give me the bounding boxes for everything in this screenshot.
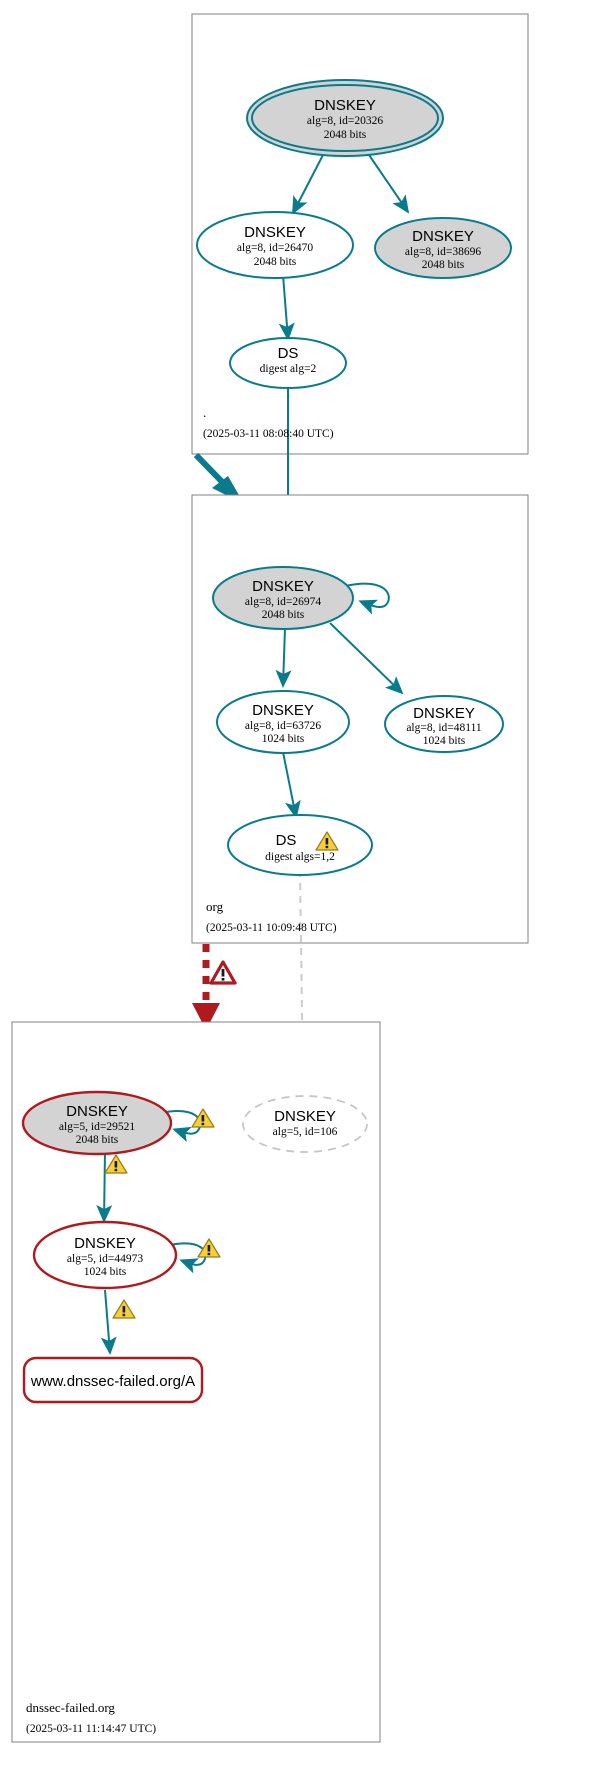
node-org-dnskey-63726[interactable]: DNSKEY alg=8, id=63726 1024 bits [216,690,350,754]
rrset-label: www.dnssec-failed.org/A [30,1373,195,1390]
warning-triangle-icon-dfo-zsk-selfloop [197,1238,221,1258]
node-org-ds[interactable]: DS digest algs=1,2 [227,814,373,876]
node-subtitle-bits: 2048 bits [422,259,465,271]
node-subtitle-alg: alg=8, id=20326 [307,115,383,127]
node-subtitle-alg: alg=5, id=44973 [67,1253,143,1265]
edge-dfo-ksk-selfloop [159,1110,202,1143]
node-org-dnskey-26974[interactable]: DNSKEY alg=8, id=26974 2048 bits [212,566,354,630]
edge-org-ds-to-dfo-key106-insecure [294,869,311,1087]
zone-timestamp-dnssec-failed-org: (2025-03-11 11:14:47 UTC) [26,1723,156,1735]
node-dfo-dnskey-44973[interactable]: DNSKEY alg=5, id=44973 1024 bits [32,1220,178,1290]
zone-name-root: . [203,405,206,420]
edge-org-ksk-to-zsk48111 [329,622,404,695]
edge-root-ksk-to-zsk26470 [292,154,324,215]
node-dfo-dnskey-29521[interactable]: DNSKEY alg=5, id=29521 2048 bits [21,1090,173,1156]
node-subtitle-digest: digest alg=2 [260,363,317,375]
node-root-dnskey-26470[interactable]: DNSKEY alg=8, id=26470 2048 bits [196,211,354,279]
node-subtitle-alg: alg=8, id=48111 [406,722,482,734]
node-subtitle-alg: alg=5, id=29521 [59,1121,135,1133]
node-subtitle-alg: alg=8, id=26470 [237,242,313,254]
edge-org-ksk-selfloop [344,582,390,615]
zone-name-dnssec-failed-org: dnssec-failed.org [26,1700,115,1715]
node-org-dnskey-48111[interactable]: DNSKEY alg=8, id=48111 1024 bits [384,695,504,753]
edge-root-ksk-to-ksk38696 [366,151,410,214]
node-title: DNSKEY [252,578,314,595]
node-subtitle-bits: 2048 bits [324,129,367,141]
node-subtitle-bits: 2048 bits [262,609,305,621]
node-root-dnskey-38696[interactable]: DNSKEY alg=8, id=38696 2048 bits [374,217,512,279]
node-subtitle-alg: alg=8, id=63726 [245,720,321,732]
node-title: DNSKEY [314,97,376,114]
node-subtitle-alg: alg=8, id=38696 [405,246,481,258]
node-subtitle-digest: digest algs=1,2 [265,851,335,863]
node-subtitle-bits: 2048 bits [76,1134,119,1146]
edge-org-ksk-to-zsk63726 [275,627,292,688]
node-title: DNSKEY [244,224,306,241]
node-title: DS [278,345,299,362]
edge-dfo-zsk-to-a-record [100,1289,117,1355]
node-subtitle-bits: 2048 bits [254,256,297,268]
zone-timestamp-root: (2025-03-11 08:08:40 UTC) [203,428,334,440]
warning-triangle-icon [315,831,339,851]
edge-dfo-ksk-to-zsk44973 [96,1150,113,1223]
warning-triangle-icon-dfo-ksk-to-zsk [104,1154,128,1174]
edge-org-zsk-to-ds [282,751,301,819]
node-root-ds[interactable]: DS digest alg=2 [229,337,347,389]
edge-dfo-zsk-selfloop [169,1242,207,1274]
zone-timestamp-org: (2025-03-11 10:09:48 UTC) [206,922,337,934]
warning-triangle-icon-dfo-zsk-to-a [112,1299,136,1319]
node-title: DNSKEY [274,1108,336,1125]
node-subtitle-bits: 1024 bits [423,735,466,747]
edge-zone-delegation-org-to-dnssec-failed-bogus [192,944,237,1030]
error-triangle-icon [209,960,237,985]
node-subtitle-bits: 1024 bits [84,1266,127,1278]
warning-triangle-icon-dfo-ksk-selfloop [191,1108,215,1128]
node-subtitle-alg: alg=5, id=106 [273,1126,338,1138]
node-title: DNSKEY [412,228,474,245]
zone-name-org: org [206,899,224,914]
node-title: DNSKEY [413,705,475,722]
node-title: DNSKEY [66,1103,128,1120]
node-title: DNSKEY [74,1235,136,1252]
node-subtitle-bits: 1024 bits [262,733,305,745]
node-title: DS [276,832,297,849]
node-root-dnskey-20326[interactable]: DNSKEY alg=8, id=20326 2048 bits [246,79,444,157]
edge-root-zsk-to-ds [278,274,295,341]
node-subtitle-alg: alg=8, id=26974 [245,596,321,608]
node-title: DNSKEY [252,702,314,719]
node-dfo-dnskey-106-insecure[interactable]: DNSKEY alg=5, id=106 [242,1095,368,1153]
node-dfo-a-record[interactable]: www.dnssec-failed.org/A [22,1356,204,1404]
